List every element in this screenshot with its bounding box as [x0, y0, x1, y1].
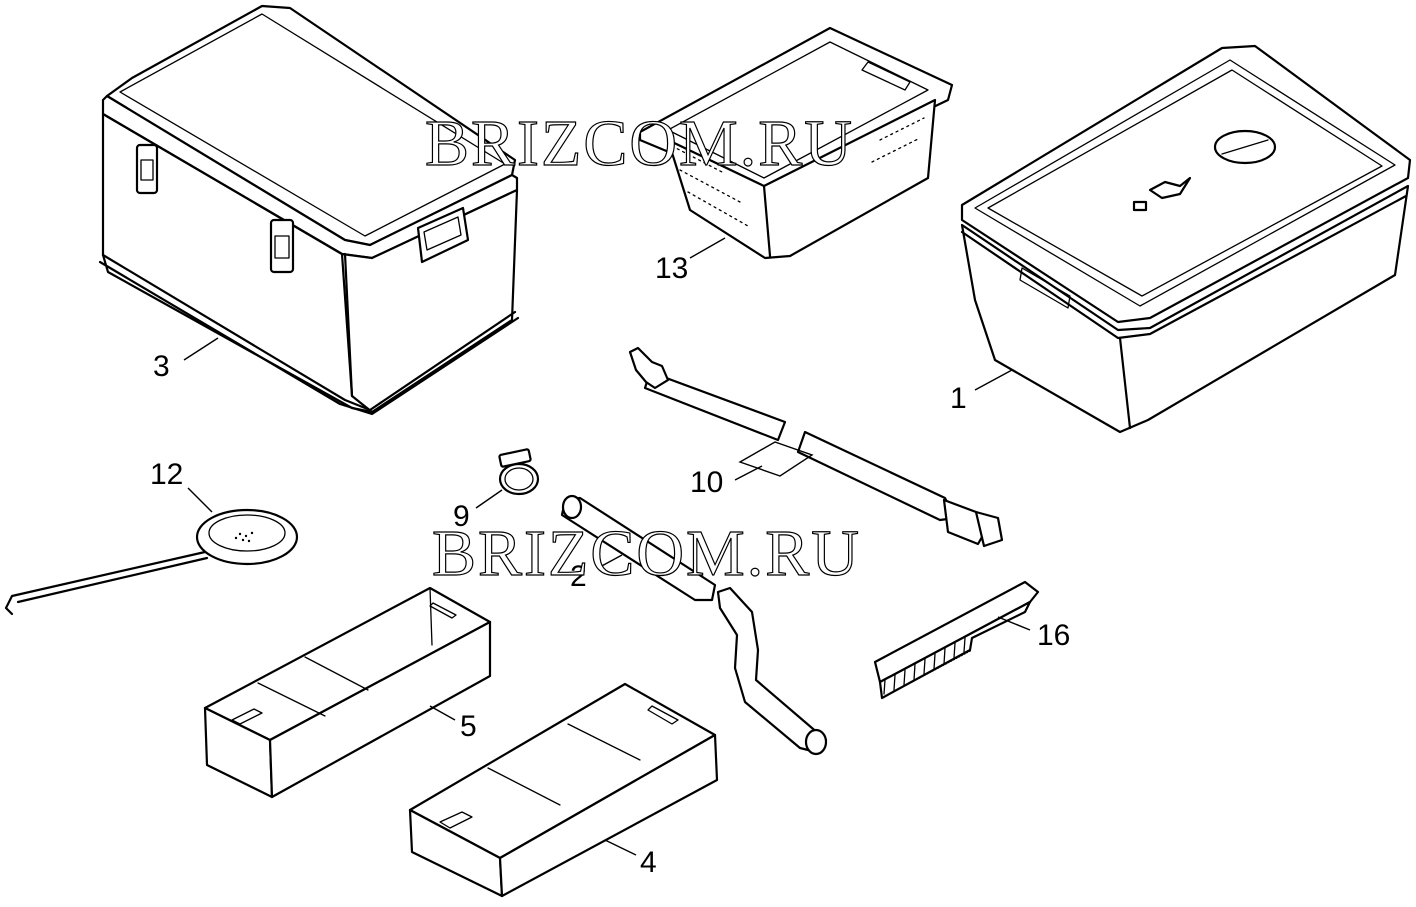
callout-12: 12 — [150, 458, 183, 491]
leader-9 — [475, 489, 503, 509]
leader-3 — [183, 337, 219, 361]
callout-5: 5 — [460, 710, 477, 743]
leader-13 — [689, 237, 726, 259]
leader-4 — [604, 839, 637, 856]
part-3-storage-box — [98, 4, 520, 416]
part-13-perforated-basket — [638, 26, 954, 260]
callout-2: 2 — [570, 560, 587, 593]
leader-5 — [429, 705, 456, 721]
part-4-tray — [408, 682, 719, 898]
part-2-pipe — [560, 494, 828, 756]
part-9-hose-clamp — [498, 448, 540, 496]
watermark-middle: BRIZCOM.RU — [432, 517, 861, 590]
callout-16: 16 — [1037, 619, 1070, 652]
part-16-wire-brush — [873, 580, 1040, 700]
callout-3: 3 — [153, 350, 170, 383]
brush-bristles — [883, 637, 966, 695]
skimmer-holes — [234, 531, 254, 543]
watermark-top: BRIZCOM.RU — [425, 107, 854, 180]
callout-13: 13 — [655, 252, 688, 285]
leader-12 — [187, 487, 213, 513]
part-1-lidded-container — [960, 44, 1412, 434]
leader-2 — [597, 554, 623, 569]
part-10-hose — [628, 346, 1004, 548]
callout-1: 1 — [950, 382, 967, 415]
leader-1 — [974, 369, 1013, 391]
callout-9: 9 — [453, 500, 470, 533]
part-12-skimmer — [4, 508, 299, 616]
callout-4: 4 — [640, 846, 657, 879]
leader-10 — [734, 465, 763, 481]
callout-10: 10 — [690, 466, 723, 499]
leader-16 — [997, 616, 1031, 631]
part-5-tray — [203, 586, 492, 799]
